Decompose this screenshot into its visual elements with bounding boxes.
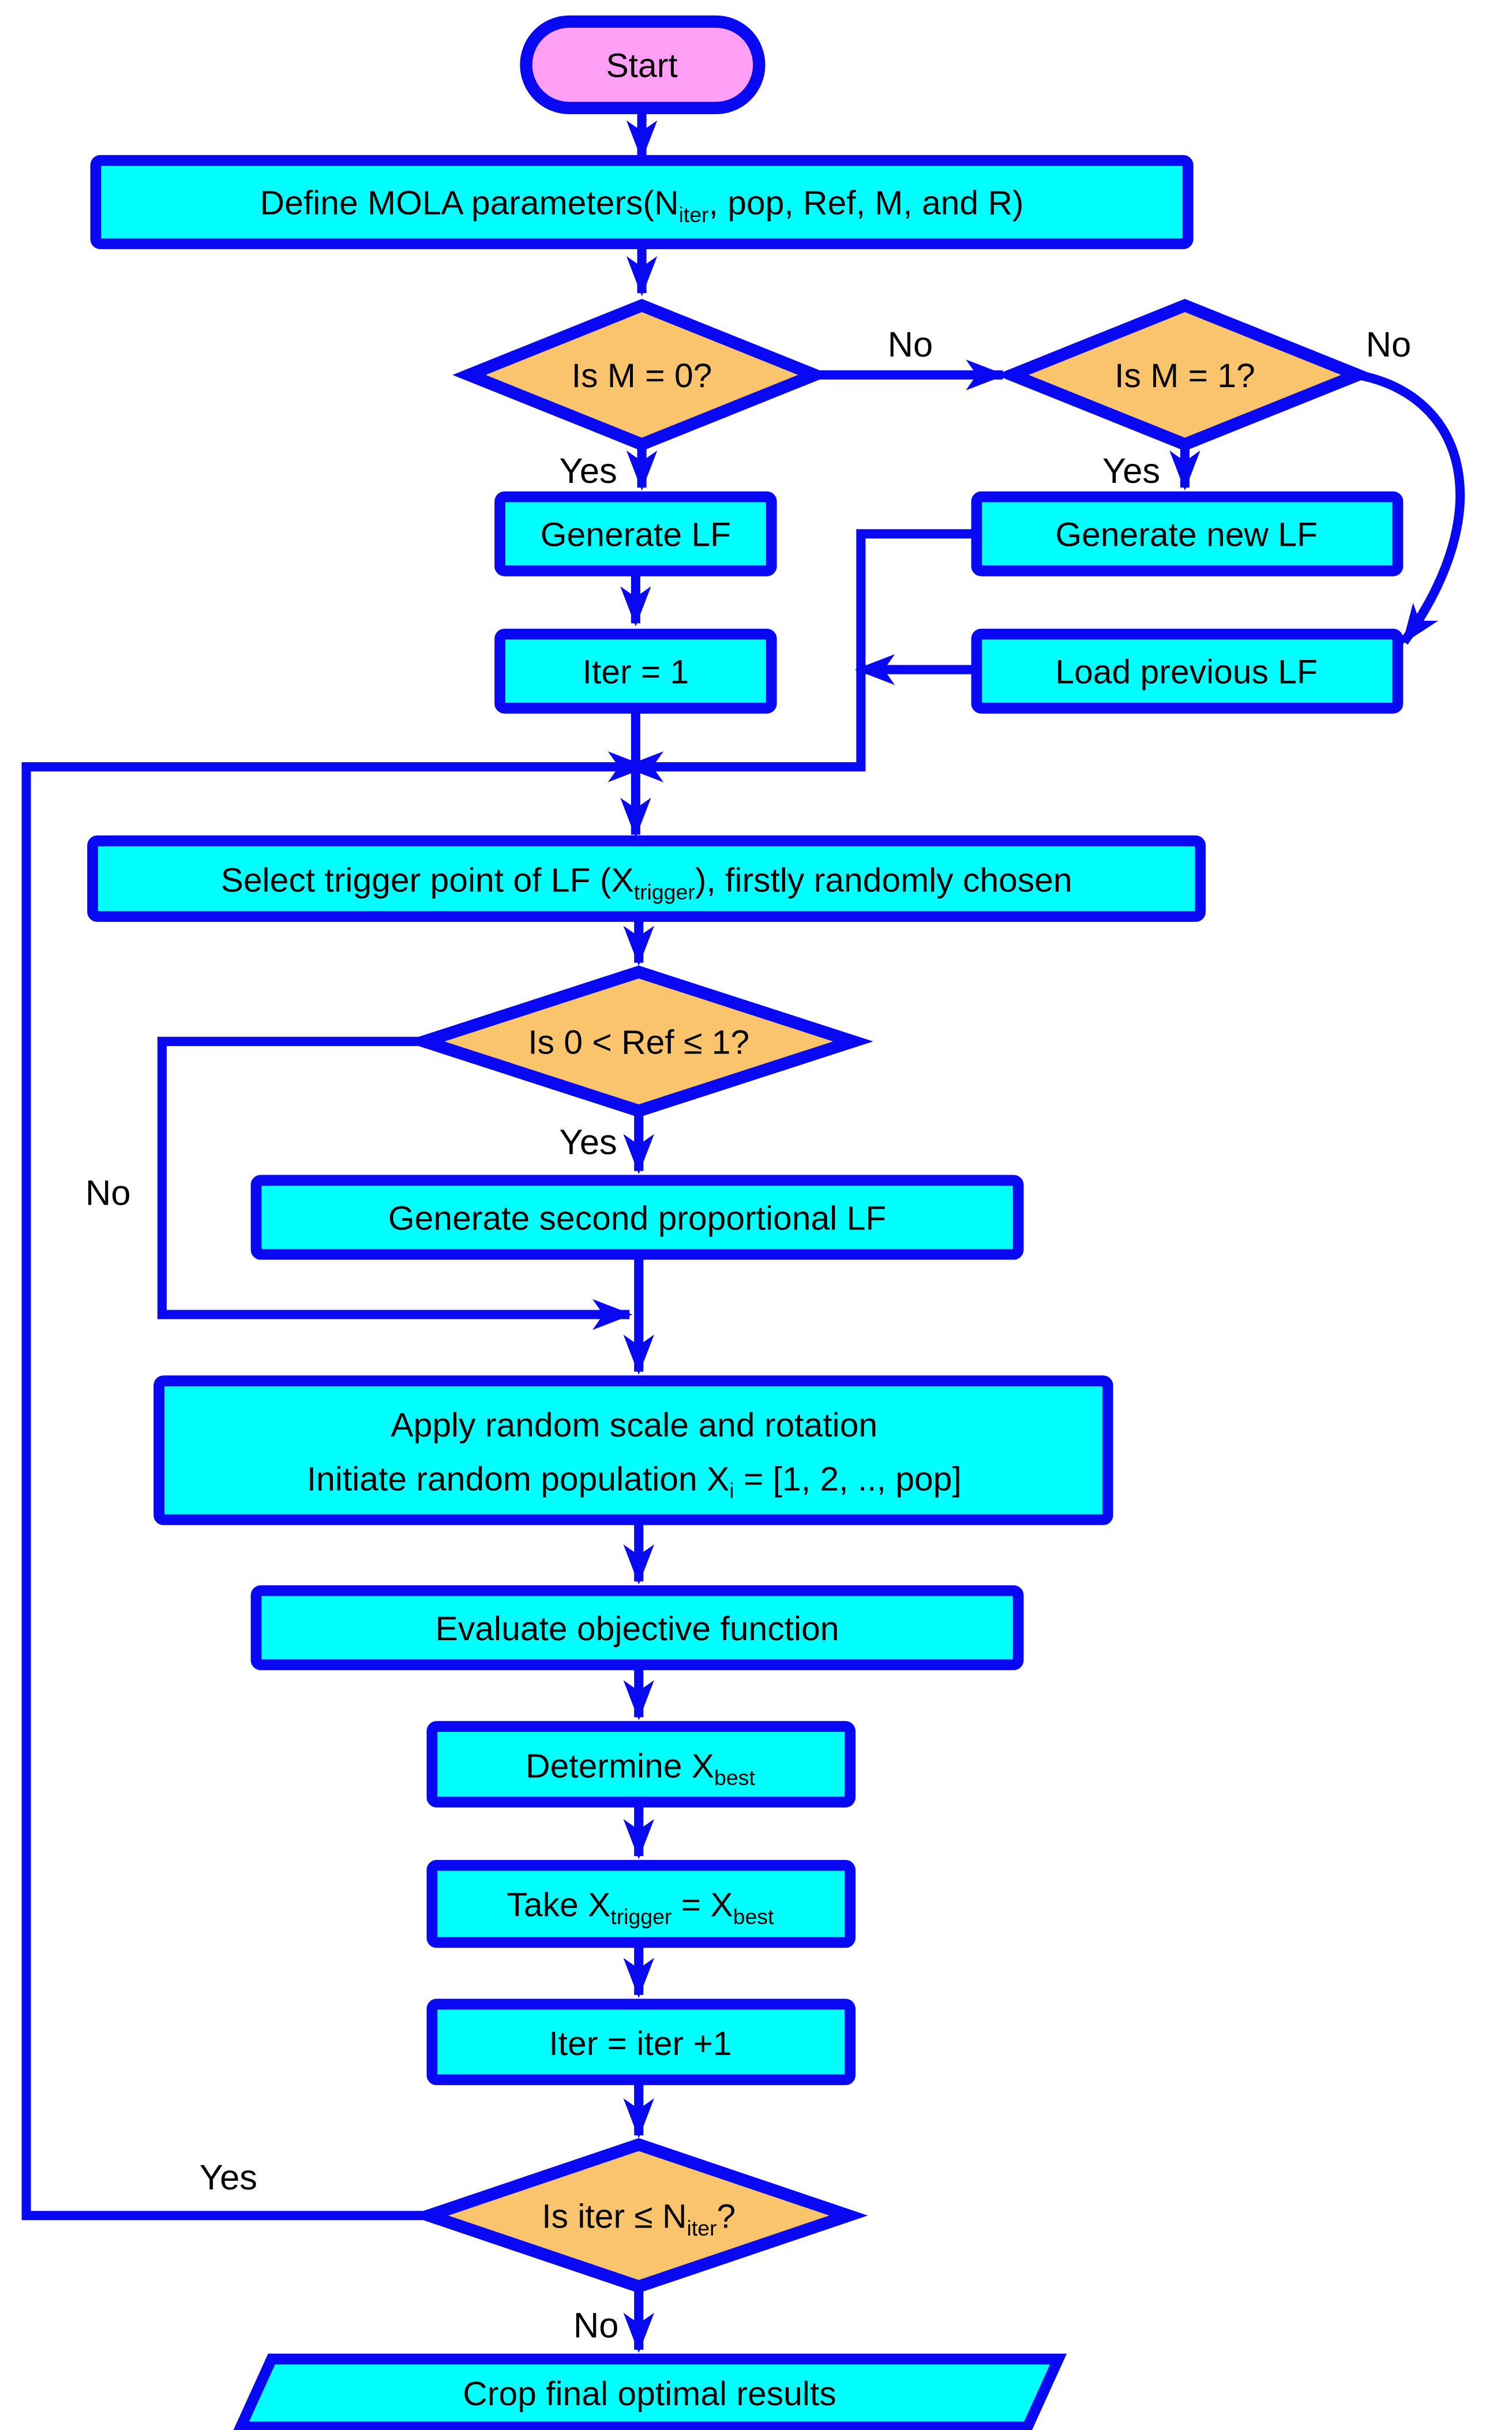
iter-init-label: Iter = 1 [583, 654, 689, 691]
evaluate-objective-label: Evaluate objective function [436, 1610, 839, 1648]
label-is-iter-no: No [573, 2306, 619, 2346]
iter-init-process [494, 628, 777, 714]
is-m-0-label: Is M = 0? [572, 357, 712, 395]
define-parameters-label: Define MOLA parameters(Niter, pop, Ref, … [260, 185, 1024, 227]
is-m-1-decision [995, 298, 1375, 451]
label-is-ref-yes: Yes [559, 1122, 617, 1162]
edge-is-ref-no-bypass [157, 1037, 633, 1330]
generate-lf-label: Generate LF [541, 516, 731, 554]
take-trigger-label: Take Xtrigger = Xbest [506, 1886, 774, 1928]
is-iter-label: Is iter ≤ Niter? [542, 2198, 736, 2240]
define-parameters-process [90, 155, 1194, 249]
determine-best-process [426, 1721, 856, 1807]
is-ref-decision [404, 965, 873, 1118]
is-m-1-label: Is M = 1? [1115, 357, 1255, 395]
apply-random-line1: Apply random scale and rotation [391, 1407, 877, 1444]
crop-results-label: Crop final optimal results [463, 2375, 836, 2413]
edge-is-iter-yes-loop-to-junction [21, 751, 648, 2221]
edge-generate-new-lf-to-junction [623, 529, 977, 782]
generate-lf-process [494, 491, 777, 576]
is-ref-label: Is 0 < Ref ≤ 1? [528, 1024, 749, 1062]
label-is-ref-no: No [85, 1173, 131, 1213]
start-label: Start [606, 47, 677, 85]
generate-second-lf-process [250, 1175, 1024, 1260]
start-terminator [520, 15, 766, 114]
evaluate-objective-process [250, 1585, 1024, 1670]
crop-results-output [233, 2353, 1067, 2430]
generate-new-lf-process [971, 491, 1404, 576]
label-is-m1-no: No [1366, 325, 1412, 365]
label-is-m0-yes: Yes [559, 451, 617, 491]
edge-is-m1-no-arc-to-load-previous [1356, 370, 1465, 645]
apply-random-line2: Initiate random population Xi = [1, 2, .… [307, 1460, 962, 1502]
apply-random-process [153, 1375, 1113, 1525]
iter-increment-process [426, 1998, 856, 2086]
determine-best-label: Determine Xbest [526, 1747, 755, 1790]
is-m-0-decision [452, 298, 831, 451]
generate-second-lf-label: Generate second proportional LF [388, 1199, 886, 1237]
select-trigger-label: Select trigger point of LF (Xtrigger), f… [221, 862, 1072, 904]
select-trigger-process [87, 835, 1206, 922]
load-previous-lf-process [971, 628, 1404, 714]
iter-increment-label: Iter = iter +1 [549, 2025, 731, 2062]
is-iter-decision [410, 2138, 868, 2293]
load-previous-lf-label: Load previous LF [1055, 654, 1318, 691]
generate-new-lf-label: Generate new LF [1055, 516, 1318, 554]
label-is-iter-yes: Yes [200, 2158, 257, 2198]
take-trigger-process [426, 1859, 856, 1948]
label-is-m0-no: No [888, 325, 933, 365]
label-is-m1-yes: Yes [1102, 451, 1160, 491]
